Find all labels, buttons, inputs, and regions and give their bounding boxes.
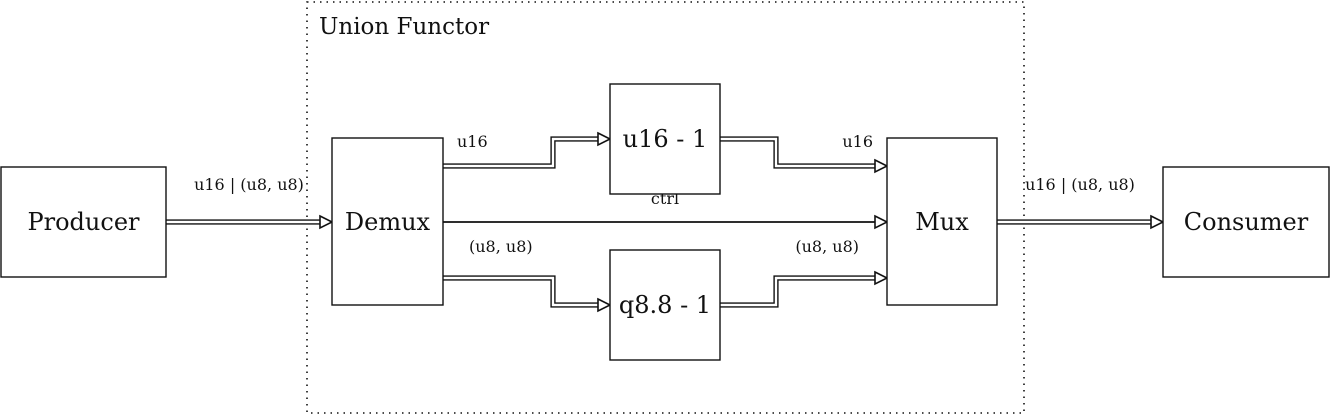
node-producer-label: Producer — [27, 208, 140, 236]
edge-q88-box-to-mux — [720, 270, 889, 308]
node-u16-minus-1-label: u16 - 1 — [623, 125, 708, 153]
node-producer: Producer — [0, 166, 167, 278]
node-mux-label: Mux — [915, 208, 969, 236]
edge-label-mux-to-consumer: u16 | (u8, u8) — [1025, 175, 1135, 194]
edge-label-producer-to-demux: u16 | (u8, u8) — [194, 175, 304, 194]
arrowhead — [874, 270, 889, 286]
arrowhead — [874, 158, 889, 174]
edge-label-q88-box-to-mux: (u8, u8) — [795, 237, 859, 256]
edge-label-u16-box-to-mux: u16 — [842, 132, 873, 151]
node-consumer-label: Consumer — [1184, 208, 1309, 236]
edge-label-demux-to-q88-box: (u8, u8) — [469, 237, 533, 256]
arrowhead — [597, 297, 612, 313]
node-consumer: Consumer — [1162, 166, 1330, 278]
edge-demux-to-q88-box — [443, 275, 612, 313]
node-q88-minus-1-label: q8.8 - 1 — [619, 291, 711, 319]
arrowhead — [597, 131, 612, 147]
arrowhead — [319, 214, 334, 230]
arrowhead — [874, 214, 889, 230]
union-functor-title: Union Functor — [319, 14, 489, 40]
node-demux-label: Demux — [345, 208, 431, 236]
union-functor-boundary — [306, 1, 1025, 414]
edge-ctrl — [443, 214, 889, 230]
edge-demux-to-u16-box — [443, 131, 612, 169]
node-u16-minus-1: u16 - 1 — [609, 83, 721, 195]
node-mux: Mux — [886, 137, 998, 306]
arrowhead — [1150, 214, 1165, 230]
node-q88-minus-1: q8.8 - 1 — [609, 249, 721, 361]
edge-mux-to-consumer — [997, 214, 1165, 230]
edge-u16-box-to-mux — [720, 136, 889, 174]
edge-label-demux-to-u16-box: u16 — [457, 132, 488, 151]
node-demux: Demux — [331, 137, 444, 306]
edge-producer-to-demux — [166, 214, 334, 230]
